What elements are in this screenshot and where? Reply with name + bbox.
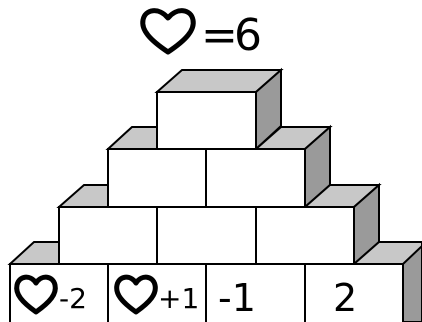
bottom-cell-4-text: 2 (333, 276, 357, 320)
row2-block-1 (58, 206, 158, 265)
equation-operator: = (201, 10, 238, 61)
bottom-cell-3-text: -1 (218, 276, 256, 320)
equation-value: 6 (234, 10, 262, 61)
bottom-block-4 (304, 263, 404, 322)
bottom-cell-1-text: -2 (59, 282, 87, 315)
heart-icon (140, 8, 196, 55)
row-3 (105, 124, 333, 210)
bottom-labels: -2 +1 -1 2 (14, 274, 357, 320)
row2-block-2 (156, 206, 257, 265)
bottom-block-1 (9, 263, 109, 322)
bottom-block-2 (107, 263, 207, 322)
row2-block-3 (255, 206, 355, 265)
equation-title: = 6 (140, 8, 262, 61)
row3-block-2 (205, 148, 306, 208)
row-2 (56, 182, 382, 267)
bottom-cell-2-text: +1 (158, 282, 199, 315)
bottom-row (7, 241, 422, 322)
row3-block-1 (107, 148, 207, 208)
heart-icon (14, 274, 58, 315)
top-block (154, 67, 284, 152)
heart-icon (114, 274, 158, 315)
bottom-block-3 (205, 263, 306, 322)
